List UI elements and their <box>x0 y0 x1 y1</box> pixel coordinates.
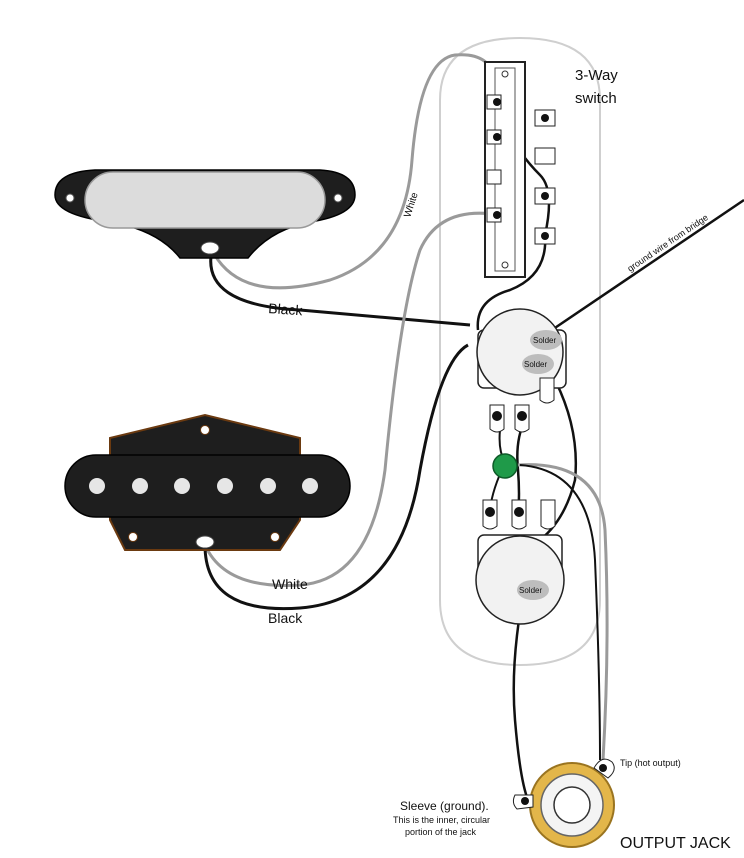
switch-label-line1: 3-Way <box>575 67 618 84</box>
three-way-switch <box>484 61 556 278</box>
wire-label-black-top: Black <box>268 300 304 318</box>
switch-rivet-top <box>501 70 509 78</box>
wire-black-neck <box>209 249 471 327</box>
wire-hot-output-black <box>519 464 601 761</box>
switch-solder-right-1 <box>541 114 549 122</box>
solder-label-3: Solder <box>519 586 542 595</box>
switch-solder-left-1 <box>493 98 501 106</box>
bridge-pickup-screw-left <box>128 532 138 542</box>
switch-solder-right-4 <box>541 232 549 240</box>
sleeve-label-line1: Sleeve (ground). <box>400 799 489 813</box>
wire-white-neck <box>210 53 497 290</box>
jack-hole <box>553 786 591 824</box>
wire-label-black-bottom: Black <box>268 610 303 626</box>
neck-pickup-screw-left <box>65 193 75 203</box>
wire-sleeve-ground <box>512 584 530 801</box>
tone-pot <box>475 499 565 625</box>
volume-pot-lug-3 <box>539 377 555 404</box>
switch-solder-left-2 <box>493 133 501 141</box>
bridge-pickup-pole-5 <box>260 478 276 494</box>
tone-pot-solder <box>517 580 549 600</box>
jack-tip-solder <box>599 764 607 772</box>
tone-pot-body <box>475 535 565 625</box>
volume-pot-lug-1-solder <box>492 411 502 421</box>
switch-label-line2: switch <box>575 90 617 107</box>
tone-pot-lug-2-solder <box>514 507 524 517</box>
switch-lug-left-3 <box>486 169 502 185</box>
sleeve-label-line2: This is the inner, circular <box>393 815 490 825</box>
wire-hot-output <box>517 463 609 761</box>
wire-label-white-bottom: White <box>272 576 308 592</box>
switch-solder-left-4 <box>493 211 501 219</box>
neck-pickup-cover <box>84 171 326 229</box>
sleeve-label-line3: portion of the jack <box>405 827 477 837</box>
wire-ground-bridge <box>539 198 744 340</box>
wire-white-bridge <box>203 211 501 587</box>
control-plate <box>439 36 601 667</box>
bridge-pickup-screw-right <box>270 532 280 542</box>
bridge-pickup-screw-top <box>200 425 210 435</box>
bridge-pickup <box>64 413 351 551</box>
volume-pot-lug-2-solder <box>517 411 527 421</box>
volume-pot-solder-2 <box>522 354 554 374</box>
volume-pot-solder-1 <box>530 330 562 350</box>
wire-black-bridge <box>203 343 469 611</box>
tone-pot-lug-1-solder <box>485 507 495 517</box>
neck-pickup-eyelet <box>200 241 220 255</box>
bridge-pickup-body <box>64 454 351 518</box>
tip-label: Tip (hot output) <box>620 758 681 768</box>
solder-label-1: Solder <box>533 336 556 345</box>
output-jack <box>512 758 615 848</box>
output-jack-label: OUTPUT JACK <box>620 835 731 852</box>
neck-pickup-screw-right <box>333 193 343 203</box>
bridge-pickup-pole-6 <box>302 478 318 494</box>
switch-lug-right-2 <box>534 147 556 165</box>
switch-solder-right-3 <box>541 192 549 200</box>
bridge-pickup-pole-4 <box>217 478 233 494</box>
bridge-pickup-pole-3 <box>174 478 190 494</box>
tone-capacitor <box>492 453 518 479</box>
bridge-pickup-pole-1 <box>89 478 105 494</box>
wire-switch-to-pot <box>476 234 547 331</box>
bridge-pickup-eyelet <box>195 535 215 549</box>
tone-pot-lug-3 <box>540 499 556 530</box>
neck-pickup <box>54 169 356 259</box>
bridge-pickup-pole-2 <box>132 478 148 494</box>
jack-sleeve-solder <box>521 797 529 805</box>
ground-wire-label: ground wire from bridge <box>626 212 710 273</box>
switch-rivet-bottom <box>501 261 509 269</box>
solder-label-2: Solder <box>524 360 547 369</box>
volume-pot <box>476 308 567 433</box>
